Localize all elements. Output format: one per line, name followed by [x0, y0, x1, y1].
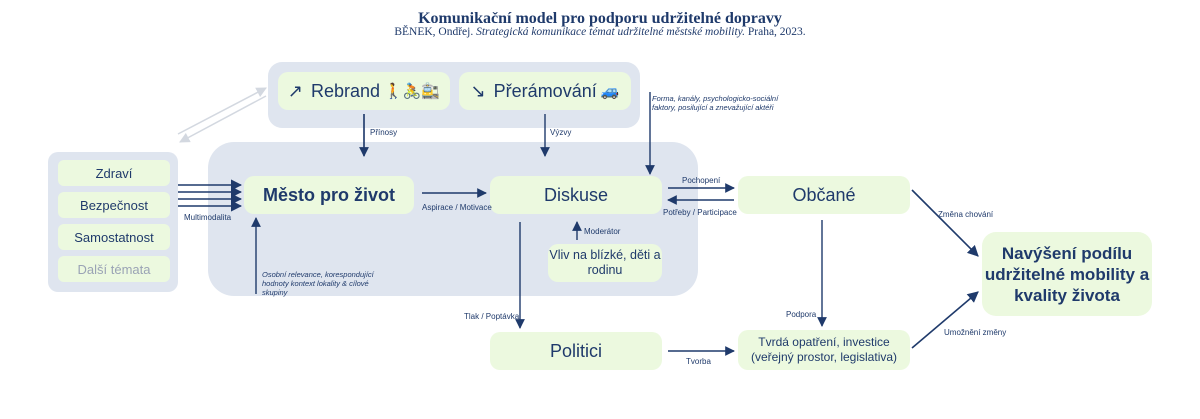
topic-health: Zdraví — [58, 160, 170, 186]
topics-strategy-link-2 — [179, 95, 267, 143]
rebrand-label: Rebrand — [311, 80, 381, 101]
benefits-label: Přínosy — [370, 128, 398, 137]
support-label: Podpora — [786, 310, 817, 319]
needs-label: Potřeby / Participace — [663, 208, 737, 217]
behavior-label: Změna chování — [938, 210, 994, 219]
understanding-label: Pochopení — [682, 176, 721, 185]
goal-node: Navýšení podílu udržitelné mobility a kv… — [982, 232, 1152, 316]
behavior-arrow — [911, 189, 979, 257]
discussion-node: Diskuse — [490, 176, 662, 214]
topic-safety: Bezpečnost — [58, 192, 170, 218]
reframe-label: Přerámování — [493, 80, 597, 101]
influence-node: Vliv na blízké, děti a rodinu — [548, 244, 662, 282]
aspiration-label: Aspirace / Motivace — [422, 203, 492, 212]
city-for-life-node: Město pro život — [244, 176, 414, 214]
creation-label: Tvorba — [686, 357, 711, 366]
topic-independence: Samostatnost — [58, 224, 170, 250]
citation-place: Praha, 2023. — [747, 26, 806, 38]
reframe-box: ↘ Přerámování 🚙 — [459, 72, 631, 110]
moderator-label: Moderátor — [584, 227, 621, 236]
enabling-label: Umožnění změny — [944, 328, 1007, 337]
topics-strategy-link-1 — [177, 87, 267, 135]
multimodality-label: Multimodalita — [184, 213, 232, 222]
pressure-label: Tlak / Poptávka — [464, 312, 520, 321]
pedestrian-bike-transit-icon: 🚶🚴🚉 — [384, 82, 441, 100]
diagram-title: Komunikační model pro podporu udržitelné… — [418, 10, 782, 27]
rebrand-box: ↗ Rebrand 🚶🚴🚉 — [278, 72, 450, 110]
arrow-up-right-icon: ↗ — [287, 80, 303, 101]
citizens-node: Občané — [738, 176, 910, 214]
enabling-arrow — [911, 291, 979, 349]
citation-author: BĚNEK, Ondřej. — [394, 26, 474, 38]
citation-work: Strategická komunikace témat udržitelné … — [476, 26, 745, 38]
topic-other: Další témata — [58, 256, 170, 282]
challenges-label: Výzvy — [550, 128, 572, 137]
measures-node: Tvrdá opatření, investice (veřejný prost… — [738, 330, 910, 370]
car-icon: 🚙 — [600, 82, 620, 100]
personal-relevance-label: Osobní relevance, korespondující hodnoty… — [262, 270, 374, 297]
form-label: Forma, kanály, psychologicko-sociální fa… — [652, 94, 779, 112]
politicians-node: Politici — [490, 332, 662, 370]
diagram-citation: BĚNEK, Ondřej. Strategická komunikace té… — [0, 26, 1200, 38]
arrow-down-right-icon: ↘ — [470, 80, 486, 101]
